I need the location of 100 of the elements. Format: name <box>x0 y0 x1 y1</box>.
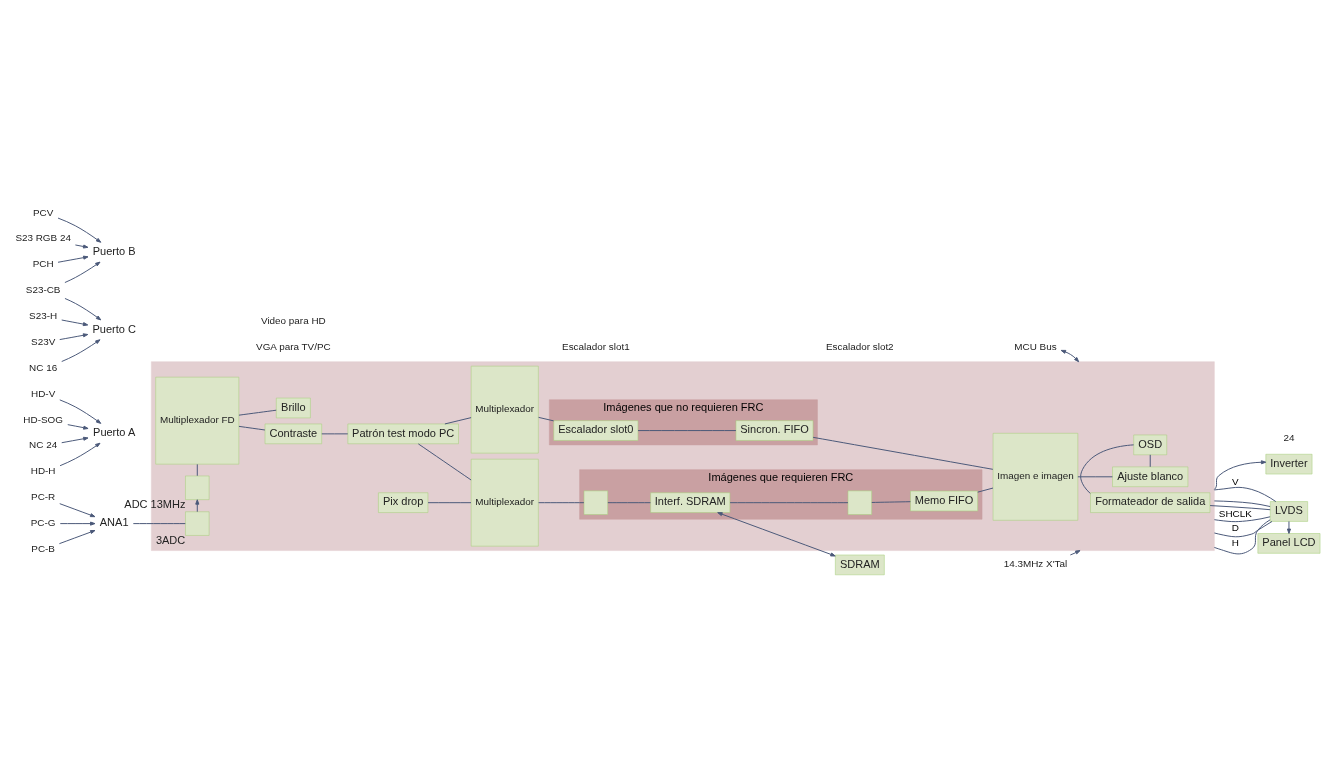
node-box: Escalador slot0 <box>553 420 639 441</box>
node-text: S23-H <box>29 310 58 322</box>
node-box: Contraste <box>264 423 322 445</box>
arrow <box>61 319 89 327</box>
node-box: Formateador de salida <box>1090 492 1211 513</box>
arrow <box>1069 550 1081 556</box>
arrow <box>1060 349 1080 363</box>
node-text: S23V <box>31 335 56 347</box>
connector <box>1213 516 1271 523</box>
node-text: NC 24 <box>29 439 58 451</box>
node-box: Ajuste blanco <box>1112 466 1189 487</box>
connector <box>1213 486 1277 503</box>
node-box <box>185 511 210 536</box>
node-text: PC-R <box>31 491 56 503</box>
node-text: 14.3MHz X'Tal <box>1003 558 1068 570</box>
arrow <box>64 261 101 284</box>
connector <box>1149 454 1151 468</box>
connector <box>1213 500 1271 508</box>
node-box <box>185 475 210 500</box>
node-box: LVDS <box>1269 501 1308 522</box>
label: VGA para TV/PC <box>256 340 331 352</box>
node-text: HD-V <box>31 387 56 399</box>
arrow <box>61 339 101 363</box>
node-box: Panel LCD <box>1257 533 1321 554</box>
arrow <box>57 255 89 263</box>
connector <box>1209 505 1271 511</box>
arrow <box>59 333 89 341</box>
node-text: HD-H <box>30 465 56 477</box>
arrow <box>67 424 89 430</box>
edge-label: SHCLK <box>1218 508 1252 520</box>
node-text: S23 RGB 24 <box>15 232 71 244</box>
node-text: PC-G <box>30 517 56 529</box>
node-text: PC-B <box>31 542 55 554</box>
connector <box>871 501 911 503</box>
connector <box>417 443 472 481</box>
node-box: Inverter <box>1265 453 1313 475</box>
connector <box>238 409 277 416</box>
connector <box>321 433 349 435</box>
node-text: NC 16 <box>29 361 58 373</box>
connector <box>1077 476 1113 478</box>
connector <box>196 463 198 477</box>
node-text: Puerto C <box>92 322 136 335</box>
node-label: 3ADC <box>155 534 186 547</box>
arrow <box>61 436 89 444</box>
node-text: Puerto B <box>92 244 136 257</box>
connector <box>427 502 472 504</box>
connector <box>1213 520 1273 538</box>
node-text: HD-SOG <box>23 413 63 425</box>
node-text: Puerto A <box>93 426 136 439</box>
edge-label: H <box>1231 536 1239 548</box>
edge-label: D <box>1231 521 1239 533</box>
arrow <box>57 217 102 243</box>
node-text: ANA1 <box>99 516 129 529</box>
connector <box>538 502 585 504</box>
node-box: Multiplexador FD <box>155 376 240 465</box>
node-text: S23-CB <box>25 284 61 296</box>
node-box: Brillo <box>276 397 311 419</box>
connector <box>607 502 651 504</box>
connector <box>132 523 186 525</box>
connector <box>977 487 994 493</box>
node-text: PCV <box>32 206 54 218</box>
arrow <box>58 530 96 545</box>
node-box: Multiplexador <box>470 365 539 454</box>
node-box: Pix drop <box>378 492 429 513</box>
connector <box>637 430 737 432</box>
node-box: Sincron. FIFO <box>735 420 814 441</box>
node-box: Interf. SDRAM <box>650 492 731 513</box>
node-box <box>847 490 872 515</box>
connector <box>1213 519 1271 555</box>
arrow <box>59 399 102 424</box>
connector <box>238 425 266 431</box>
connector <box>1080 444 1135 494</box>
arrow <box>59 521 96 526</box>
connector <box>444 417 472 425</box>
arrow <box>717 512 836 557</box>
connector <box>729 502 849 504</box>
node-box <box>583 490 608 515</box>
node-box: Imagen e imagen <box>992 433 1079 521</box>
label: Video para HD <box>261 314 326 326</box>
arrow <box>64 297 102 321</box>
label: Escalador slot2 <box>826 340 894 352</box>
connector <box>538 416 555 422</box>
arrow <box>59 442 101 467</box>
edge-label: V <box>1231 475 1239 487</box>
arrow <box>74 244 89 249</box>
arrow <box>1286 520 1291 534</box>
node-text: PCH <box>32 258 54 270</box>
connector <box>812 436 994 470</box>
cluster <box>151 361 1215 551</box>
node-box: Memo FIFO <box>910 490 978 512</box>
node-text: MCU Bus <box>1014 340 1057 352</box>
label: 24 <box>1283 431 1295 443</box>
arrow <box>1213 460 1267 490</box>
label: Escalador slot1 <box>562 340 630 352</box>
node-label: ADC 13MHz <box>124 498 186 511</box>
node-box: Patrón test modo PC <box>347 423 459 445</box>
arrow <box>195 499 200 513</box>
node-box: SDRAM <box>835 554 885 576</box>
arrow <box>59 503 96 518</box>
node-box: OSD <box>1133 434 1167 456</box>
